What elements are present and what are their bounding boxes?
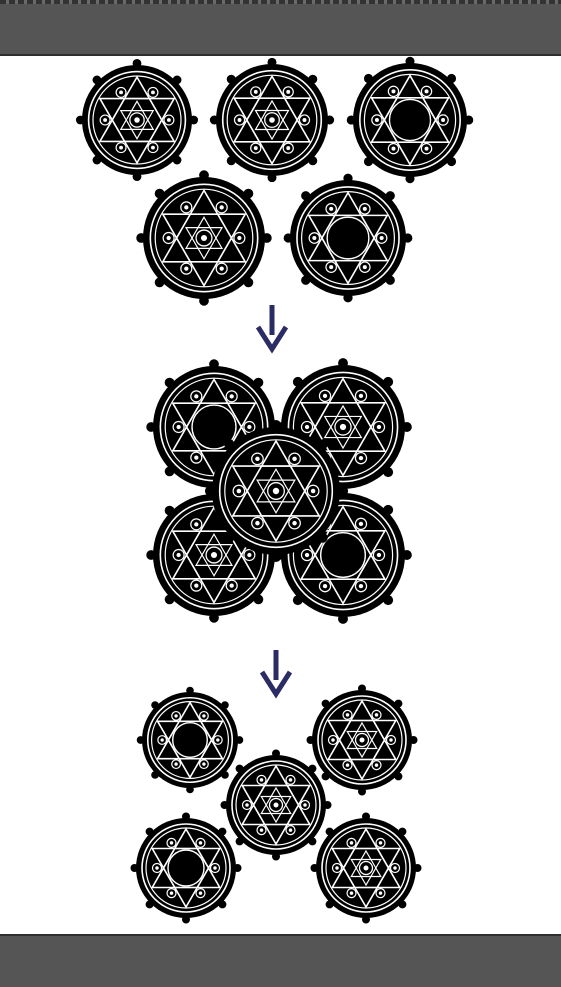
stage-1-separate-magic-circle-icon-3: [347, 57, 474, 184]
stage-3-spread-magic-circle-icon-4: [131, 813, 242, 924]
stage-1-separate-magic-circle-icon-1: [76, 59, 198, 181]
arrow-down-icon-1: [258, 305, 286, 349]
stage-1-separate-magic-circle-icon-5: [284, 174, 413, 303]
stage-2-overlapping-magic-circle-icon-5: [205, 420, 347, 562]
stage-1-separate-magic-circle-icon-4: [136, 170, 271, 305]
arrow-down-icon-2: [262, 650, 290, 694]
stage-3-spread-magic-circle-icon-1: [137, 687, 244, 794]
stage-3-spread-magic-circle-icon-5: [311, 813, 422, 924]
stage-3-spread-magic-circle-icon-3: [221, 750, 332, 861]
bottom-toolbar: [0, 934, 561, 987]
stage-1-separate-magic-circle-icon-2: [210, 58, 334, 182]
stage-3-spread-magic-circle-icon-2: [307, 685, 418, 796]
